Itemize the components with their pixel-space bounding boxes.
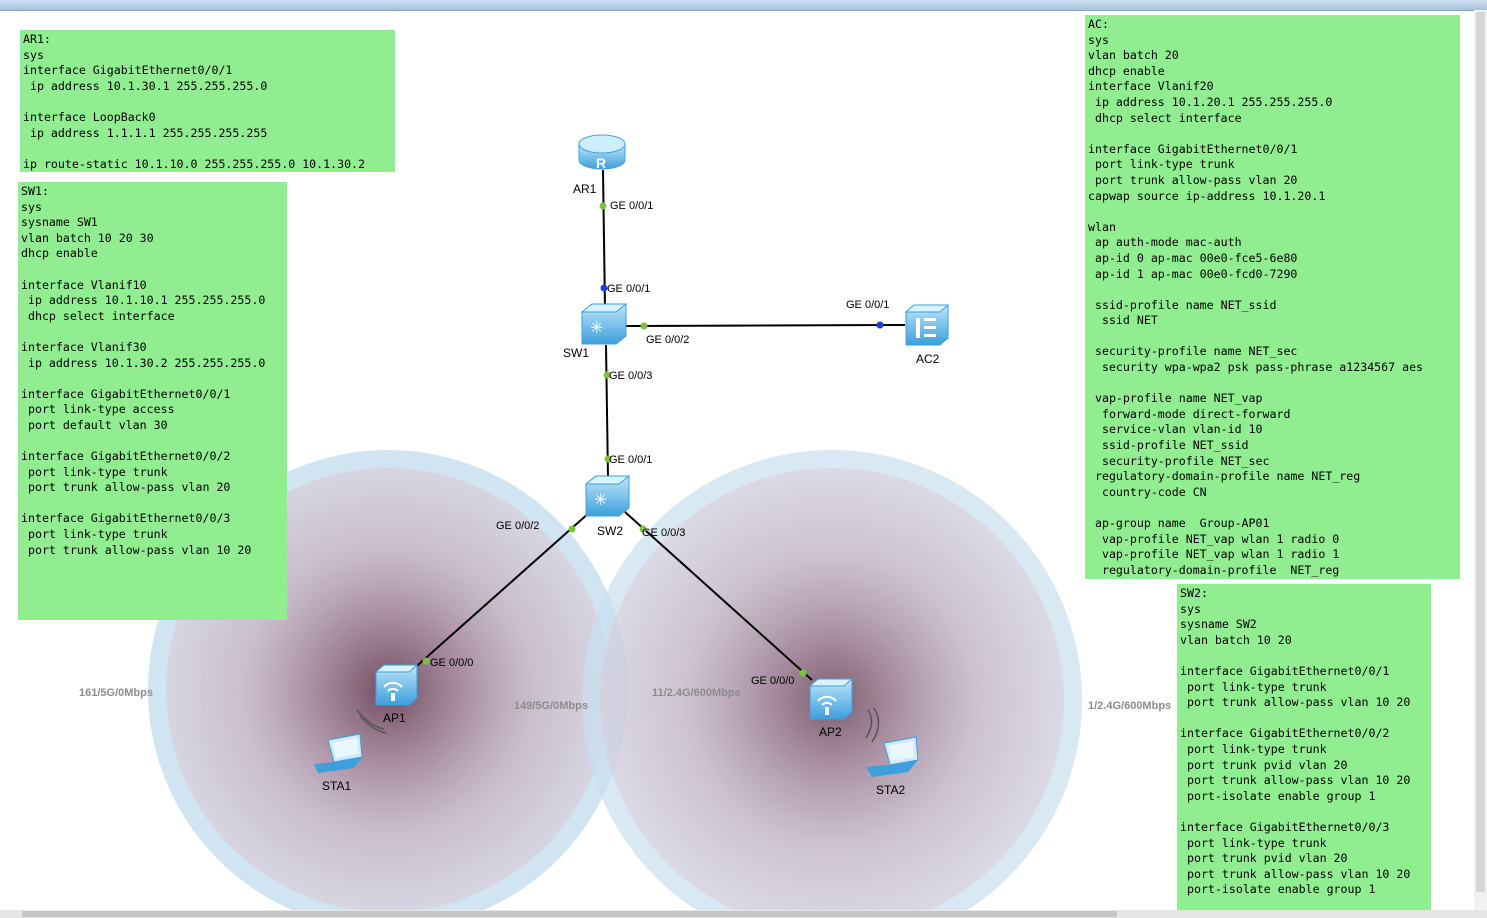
port-dot (639, 525, 647, 533)
device-label-ar1: AR1 (573, 182, 597, 196)
port-dot (603, 371, 611, 379)
access-controller-icon[interactable] (904, 304, 950, 346)
device-label-sta2: STA2 (876, 783, 905, 797)
sw2-config-note[interactable]: SW2: sys sysname SW2 vlan batch 10 20 in… (1177, 584, 1431, 910)
port-label: GE 0/0/2 (646, 334, 689, 346)
device-label-ap1: AP1 (383, 711, 406, 725)
port-label: GE 0/0/3 (609, 370, 652, 382)
vertical-scrollbar-thumb[interactable] (1476, 12, 1485, 892)
link-sw2-ap1[interactable] (409, 511, 591, 673)
device-label-sta1: STA1 (322, 779, 351, 793)
wireless-signal-icon (356, 709, 387, 734)
device-label-sw1: SW1 (563, 346, 589, 360)
sw1-config-note[interactable]: SW1: sys sysname SW1 vlan batch 10 20 30… (18, 182, 287, 620)
port-label: GE 0/0/0 (430, 657, 473, 669)
horizontal-scrollbar[interactable] (0, 910, 1487, 918)
router-icon[interactable]: R (578, 134, 626, 171)
radio-rate-label: 1/2.4G/600Mbps (1088, 700, 1171, 712)
radio-rate-label: 161/5G/0Mbps (79, 687, 153, 699)
device-label-ac2: AC2 (916, 352, 940, 366)
port-label: GE 0/0/1 (609, 454, 652, 466)
port-dot (422, 657, 430, 665)
svg-text:✳: ✳ (594, 490, 607, 509)
link-sw1-ac2[interactable] (624, 324, 906, 327)
port-dot (600, 284, 608, 292)
svg-text:R: R (596, 155, 606, 171)
device-label-ap2: AP2 (819, 725, 842, 739)
port-label: GE 0/0/1 (846, 299, 889, 311)
vertical-scrollbar[interactable] (1474, 10, 1487, 910)
switch-icon[interactable]: ✳ (584, 475, 631, 517)
port-dot (604, 455, 612, 463)
horizontal-scrollbar-thumb[interactable] (22, 911, 1117, 917)
port-dot (599, 202, 607, 210)
port-label: GE 0/0/2 (496, 520, 539, 532)
port-dot (876, 321, 884, 329)
ac-config-note[interactable]: AC: sys vlan batch 20 dhcp enable interf… (1085, 15, 1460, 579)
window-title-bar (0, 0, 1487, 11)
switch-icon[interactable]: ✳ (580, 303, 628, 345)
device-label-sw2: SW2 (597, 524, 623, 538)
port-label: GE 0/0/0 (751, 675, 794, 687)
access-point-icon[interactable] (374, 664, 419, 706)
wireless-signal-icon (865, 707, 880, 743)
port-label: GE 0/0/1 (610, 200, 653, 212)
laptop-icon[interactable] (314, 733, 363, 773)
radio-rate-label: 149/5G/0Mbps (514, 700, 588, 712)
radio-rate-label: 11/2.4G/600Mbps (652, 687, 741, 699)
port-label: GE 0/0/1 (607, 283, 650, 295)
laptop-icon[interactable] (866, 736, 919, 777)
port-dot (640, 322, 648, 330)
port-dot (568, 525, 576, 533)
port-label: GE 0/0/3 (642, 527, 685, 539)
access-point-icon[interactable] (808, 678, 854, 720)
svg-text:✳: ✳ (590, 318, 603, 337)
link-sw2-ap2[interactable] (624, 511, 813, 681)
ar1-config-note[interactable]: AR1: sys interface GigabitEthernet0/0/1 … (20, 30, 395, 172)
port-dot (799, 669, 807, 677)
